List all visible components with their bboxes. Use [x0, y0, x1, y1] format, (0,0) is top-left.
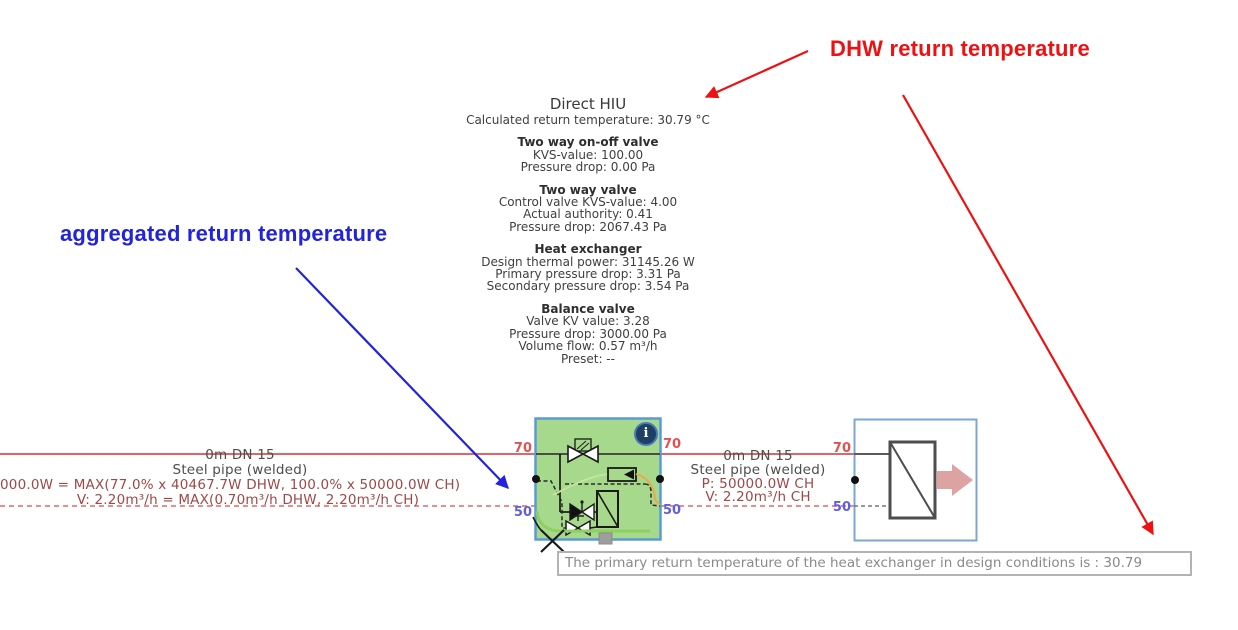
aggregated-callout-arrow [295, 267, 509, 489]
hiu-return-dashes [537, 480, 661, 529]
left-pipe-power: 000.0W = MAX(77.0% x 40467.7W DHW, 100.0… [0, 477, 461, 493]
supply-temp-left: 70 [513, 441, 532, 456]
dhw-return-temperature-label: DHW return temperature [830, 36, 1090, 61]
left-pipe-name: 0m DN 15 [205, 447, 275, 463]
hiu-green-tube [552, 473, 608, 496]
supply-temp-mid: 70 [663, 437, 682, 452]
flow-direction-arrow-icon [937, 464, 973, 496]
hiu-spec-panel: Direct HIU Calculated return temperature… [438, 96, 738, 365]
hx-left-node [851, 476, 859, 484]
component-title: Direct HIU [549, 95, 627, 113]
spec-group-two-way-valve: Two way valve Control valve KVS-value: 4… [498, 182, 678, 234]
hiu-bottom-tube [535, 510, 650, 533]
spec-group-on-off-valve: Two way on-off valve KVS-value: 100.00 P… [517, 135, 659, 175]
status-tooltip: The primary return temperature of the he… [557, 551, 1192, 576]
return-temp-left: 50 [513, 505, 532, 520]
spec-group-heat-exchanger: Heat exchanger Design thermal power: 311… [481, 242, 695, 294]
dhw-tooltip-arrow [902, 94, 1154, 536]
right-pipe-power: P: 50000.0W CH [701, 476, 815, 492]
heat-exchanger-component[interactable] [851, 418, 978, 542]
dhw-callout-arrow [704, 49, 809, 99]
info-icon[interactable]: i [634, 422, 658, 446]
right-pipe-material: Steel pipe (welded) [690, 462, 826, 478]
return-temp-right: 50 [832, 500, 851, 515]
right-pipe-flow: V: 2.20m³/h CH [705, 489, 811, 505]
hiu-left-node [532, 475, 540, 483]
return-temp-mid: 50 [663, 503, 682, 518]
on-off-valve-icon [567, 438, 599, 464]
aggregated-return-temperature-label: aggregated return temperature [60, 221, 388, 246]
left-pipe-material: Steel pipe (welded) [172, 462, 308, 478]
hiu-right-node [656, 475, 664, 483]
spec-group-balance-valve: Balance valve Valve KV value: 3.28 Press… [509, 301, 667, 366]
hiu-heat-exchanger-icon [596, 490, 619, 528]
supply-temp-right: 70 [832, 441, 851, 456]
right-pipe-name: 0m DN 15 [723, 448, 793, 464]
hiu-orange-tube [635, 473, 661, 506]
drain-x-icon [532, 516, 565, 553]
left-pipe-flow: V: 2.20m³/h = MAX(0.70m³/h DHW, 2.20m³/h… [76, 492, 420, 508]
heat-exchanger-icon [888, 440, 937, 520]
calculated-return-temperature: Calculated return temperature: 30.79 °C [466, 113, 710, 127]
bottom-port-icon [598, 532, 613, 545]
